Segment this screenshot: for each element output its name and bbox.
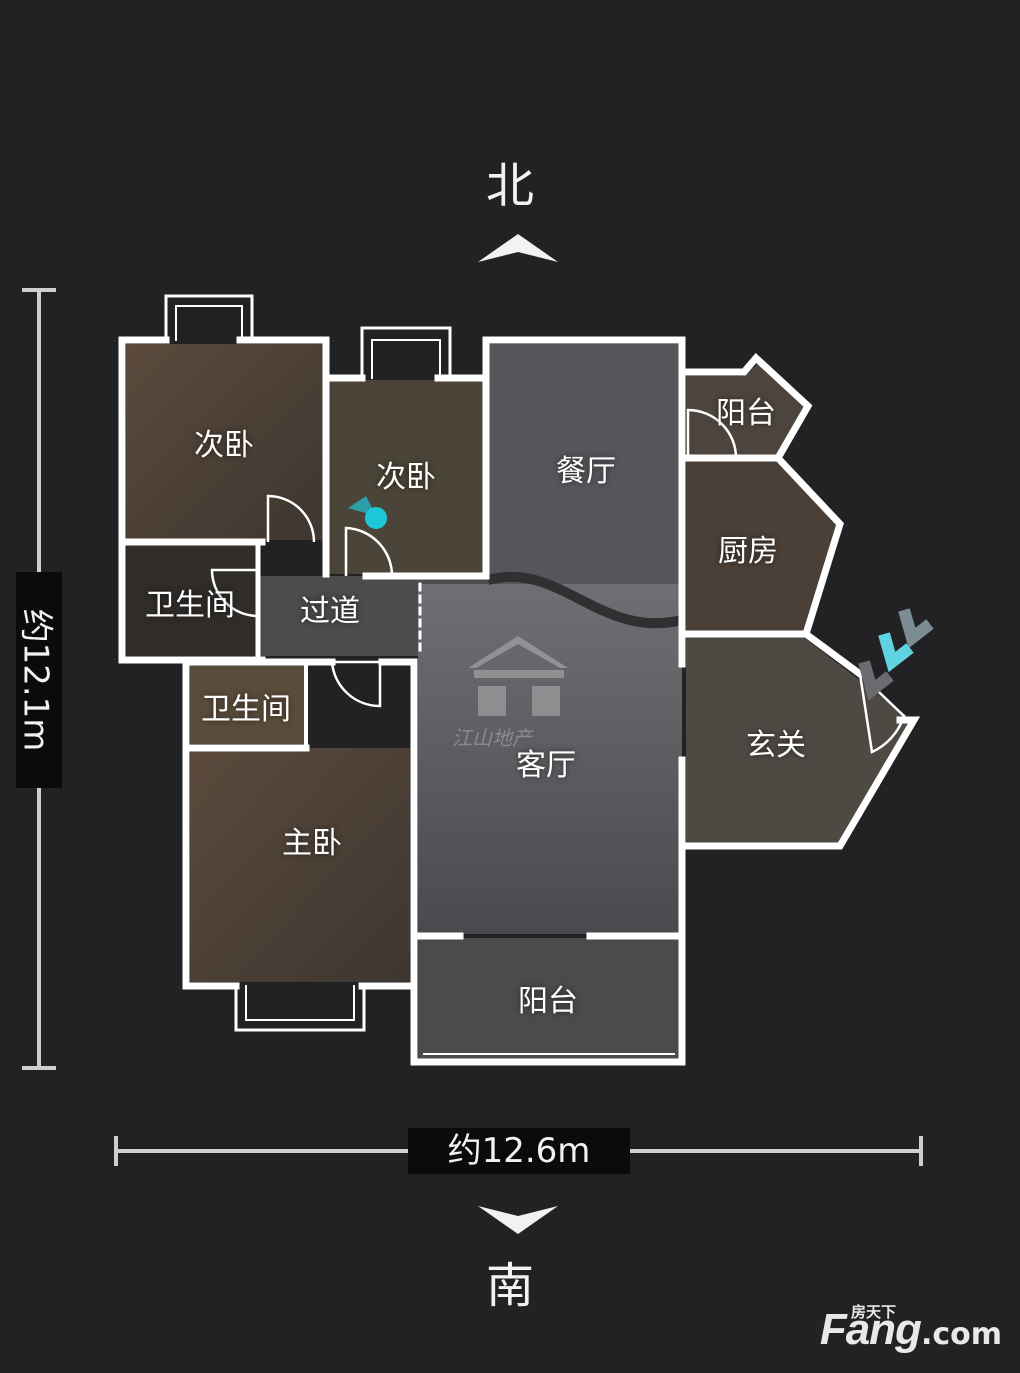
room-label-entrance[interactable]: 玄关 bbox=[746, 728, 806, 763]
bedroom-n-floor bbox=[326, 380, 486, 574]
current-location-marker-icon bbox=[348, 496, 387, 529]
room-label-bathroom-sw[interactable]: 卫生间 bbox=[201, 692, 291, 727]
entrance-floor bbox=[686, 636, 912, 846]
room-label-bathroom-w[interactable]: 卫生间 bbox=[145, 588, 235, 623]
fang-logo: 房天下 Fang.com bbox=[819, 1303, 1002, 1355]
logo-suffix-text: .com bbox=[920, 1317, 1002, 1352]
entrance-arrow-icon bbox=[858, 608, 934, 701]
walls bbox=[118, 294, 921, 1066]
height-dimension-label: 约12.1m bbox=[16, 572, 62, 788]
bathroom-w-floor bbox=[126, 544, 256, 656]
room-label-kitchen[interactable]: 厨房 bbox=[718, 534, 778, 569]
logo-main-text: Fang bbox=[819, 1305, 922, 1354]
room-label-master-bedroom[interactable]: 主卧 bbox=[282, 826, 342, 861]
room-label-living[interactable]: 客厅 bbox=[516, 748, 576, 783]
width-dimension-label: 约12.6m bbox=[408, 1128, 630, 1174]
north-label: 北 bbox=[485, 158, 534, 214]
room-label-balcony-ne[interactable]: 阳台 bbox=[716, 396, 776, 431]
door-swings bbox=[210, 408, 906, 754]
height-dimension-text: 约12.1m bbox=[15, 608, 56, 752]
south-arrow-icon bbox=[478, 1206, 558, 1234]
master-bedroom-floor bbox=[190, 748, 410, 982]
bedroom-nw-floor bbox=[126, 344, 324, 540]
living-floor bbox=[418, 584, 682, 934]
logo-small-text: 房天下 bbox=[850, 1303, 896, 1321]
north-arrow-icon bbox=[478, 234, 558, 262]
kitchen-floor bbox=[686, 460, 838, 632]
dining-curve bbox=[486, 571, 684, 629]
bathroom-sw-floor bbox=[190, 662, 306, 744]
watermark-text: 江山地产 bbox=[452, 726, 532, 750]
width-dimension-line bbox=[114, 1136, 923, 1166]
room-label-bedroom-n[interactable]: 次卧 bbox=[376, 460, 436, 495]
watermark-house-icon bbox=[468, 636, 568, 716]
room-label-balcony-s[interactable]: 阳台 bbox=[518, 984, 578, 1019]
south-label: 南 bbox=[485, 1258, 534, 1314]
dining-floor bbox=[488, 344, 682, 584]
balcony-s-floor bbox=[418, 938, 682, 1060]
balcony-ne-floor bbox=[686, 362, 804, 456]
height-dimension-line bbox=[22, 288, 56, 1070]
room-label-corridor[interactable]: 过道 bbox=[300, 594, 360, 629]
room-label-dining[interactable]: 餐厅 bbox=[556, 454, 616, 489]
room-fills bbox=[126, 344, 912, 1060]
room-label-bedroom-nw[interactable]: 次卧 bbox=[194, 428, 254, 463]
